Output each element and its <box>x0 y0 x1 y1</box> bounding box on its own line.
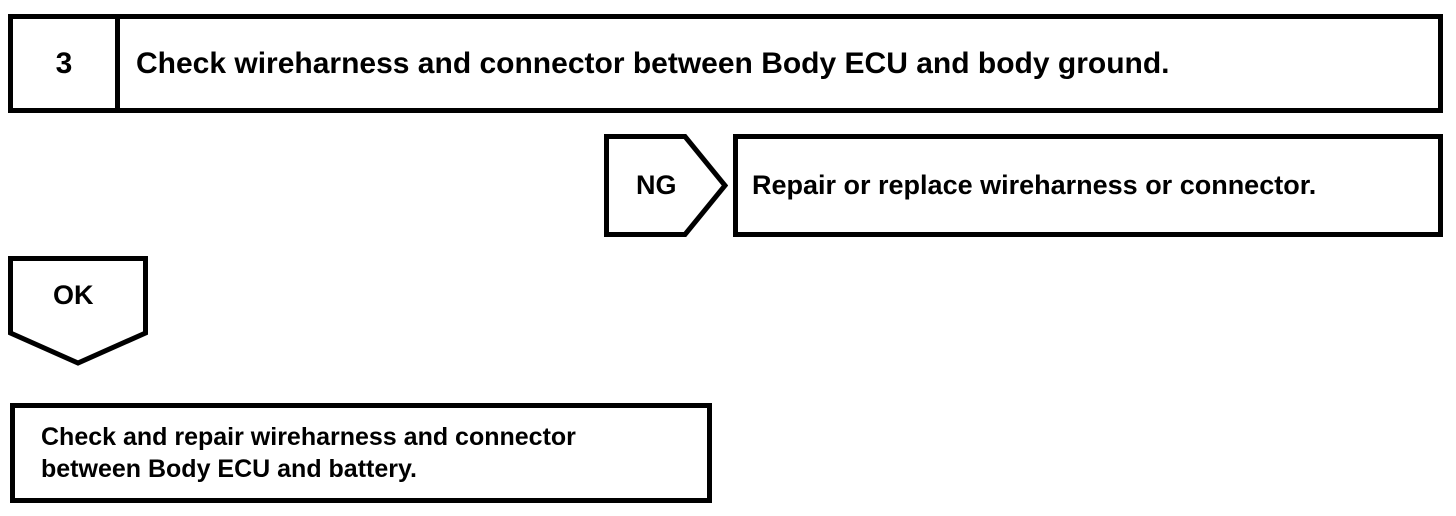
ok-label: OK <box>53 280 94 310</box>
ng-label: NG <box>636 170 677 200</box>
step-number: 3 <box>55 46 73 80</box>
step-number-cell: 3 <box>13 19 120 108</box>
ok-pentagon-icon <box>8 256 148 366</box>
ng-branch-tag: NG <box>604 134 728 237</box>
step-instruction-cell: Check wireharness and connector between … <box>120 19 1438 108</box>
ok-result-line-2: between Body ECU and battery. <box>41 455 417 483</box>
ng-pentagon-icon <box>604 134 728 237</box>
ok-branch-tag: OK <box>8 256 148 366</box>
ok-result-line-1: Check and repair wireharness and connect… <box>41 423 576 451</box>
ok-result-box: Check and repair wireharness and connect… <box>10 403 712 503</box>
step-3-row: 3 Check wireharness and connector betwee… <box>8 14 1443 113</box>
ng-result-box: Repair or replace wireharness or connect… <box>733 134 1443 237</box>
ng-result-text: Repair or replace wireharness or connect… <box>752 170 1317 200</box>
step-instruction-text: Check wireharness and connector between … <box>136 46 1170 80</box>
